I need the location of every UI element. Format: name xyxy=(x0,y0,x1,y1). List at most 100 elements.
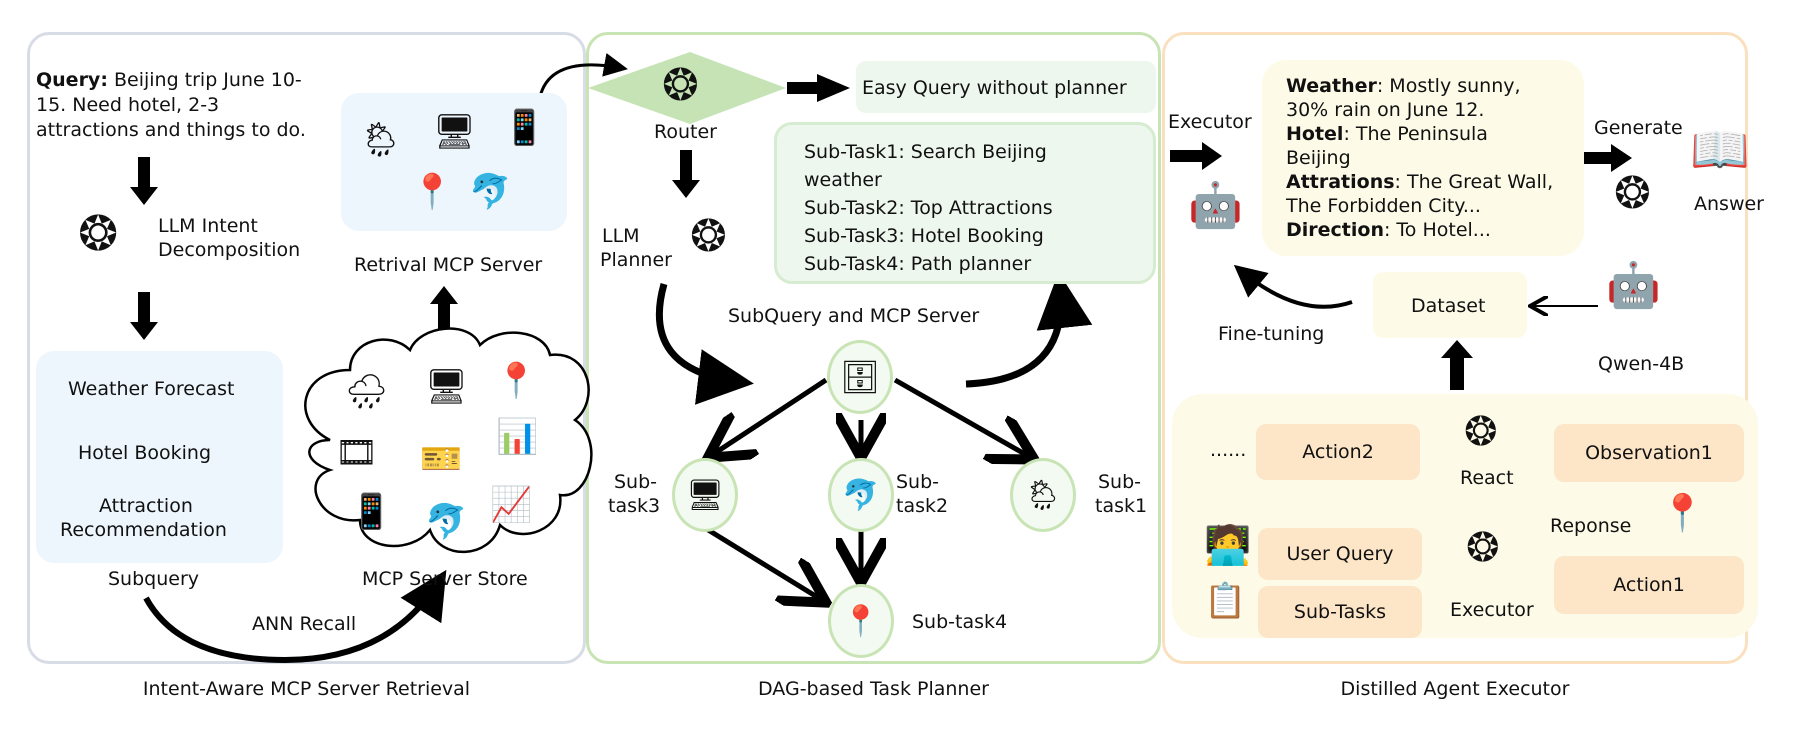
query-label: Query: xyxy=(36,69,108,91)
sub-tasks-box: Sub-Tasks xyxy=(1258,586,1422,638)
executor-panel xyxy=(1162,32,1748,664)
edge-server-task1 xyxy=(893,377,1030,457)
dataset-label: Dataset xyxy=(1411,295,1486,317)
executor-openai-icon: ❂ xyxy=(1466,525,1500,571)
qwen-label: Qwen-4B xyxy=(1598,353,1685,375)
router-label: Router xyxy=(654,121,717,143)
query-line-1: Beijing trip June 10- xyxy=(113,69,302,91)
subtask-1: Sub-Task1: Search Beijing xyxy=(804,141,1047,163)
booking-icon: 🖥 xyxy=(685,477,725,513)
task4-label: Sub-task4 xyxy=(912,611,1008,633)
subquery-hotel: Hotel Booking xyxy=(78,442,212,464)
answer-label: Answer xyxy=(1694,193,1764,215)
action1-box: Action1 xyxy=(1554,556,1744,614)
dolphin-icon: 🐬 xyxy=(842,477,880,513)
store-weather-icon: 🌧 xyxy=(345,372,389,412)
router-down-arrow xyxy=(672,150,700,198)
user-laptop-icon: 🧑‍💻 xyxy=(1204,523,1252,567)
result-key-weather: Weather xyxy=(1286,75,1377,97)
store-booking-icon: 🖥 xyxy=(425,367,469,407)
ellipsis: ...... xyxy=(1210,439,1247,461)
subtask-4: Sub-Task4: Path planner xyxy=(804,253,1032,275)
retrival-server-box: 🌦 🖥 📱 📍 🐬 xyxy=(341,93,567,231)
ann-recall-label: ANN Recall xyxy=(252,613,357,635)
answer-book-cloud-icon: 📖 xyxy=(1690,122,1750,178)
planner-caption: DAG-based Task Planner xyxy=(758,678,989,700)
subquery-weather: Weather Forecast xyxy=(68,378,235,400)
subquery-server-label: SubQuery and MCP Server xyxy=(728,305,980,327)
action2-box: Action2 xyxy=(1256,424,1420,480)
subtask-1-cont: weather xyxy=(804,169,882,191)
result-line-3: Hotel: The Peninsula xyxy=(1286,122,1488,146)
task2-node: 🐬 xyxy=(828,458,894,532)
result-line-4: Beijing xyxy=(1286,147,1351,169)
retrieval-caption: Intent-Aware MCP Server Retrieval xyxy=(142,678,471,700)
planner-to-server-arrow xyxy=(656,283,754,405)
database-cloud-icon: 🗄 xyxy=(839,358,881,396)
intent-label-2: Decomposition xyxy=(158,239,301,261)
dataset-box xyxy=(1373,272,1527,338)
generate-openai-icon: ❂ xyxy=(1614,168,1651,219)
router-right-arrow xyxy=(787,74,850,102)
subtask-3: Sub-Task3: Hotel Booking xyxy=(804,225,1044,247)
weather-icon: 🌦 xyxy=(1023,477,1063,513)
film-reel-icon: 🎞 xyxy=(335,433,379,473)
react-openai-icon: ❂ xyxy=(1464,409,1498,455)
store-baidu-map-icon: 📍 xyxy=(495,361,538,401)
subtasks-box xyxy=(774,122,1156,284)
result-line-7: Direction: To Hotel... xyxy=(1286,218,1491,242)
planner-openai-icon: ❂ xyxy=(690,211,727,262)
result-key-attrations: Attrations xyxy=(1286,171,1395,193)
executor-inner-label: Executor xyxy=(1450,599,1534,621)
easy-query-box xyxy=(856,61,1156,113)
result-value: : The Great Wall, xyxy=(1394,171,1554,193)
planner-label-1: LLM xyxy=(602,225,640,247)
store-map-app-icon: 📱 xyxy=(350,492,393,532)
task1-label-2: task1 xyxy=(1095,495,1148,517)
task3-label-2: task3 xyxy=(608,495,661,517)
subquery-attraction-1: Attraction xyxy=(99,495,193,517)
query-line-3: attractions and things to do. xyxy=(36,119,306,141)
executor-caption: Distilled Agent Executor xyxy=(1340,678,1570,700)
subquery-box xyxy=(36,351,283,563)
down-arrow-1 xyxy=(130,157,158,205)
down-arrow-2 xyxy=(130,292,158,340)
store-dolphin-icon: 🐬 xyxy=(425,502,468,542)
result-line-1: Weather: Mostly sunny, xyxy=(1286,74,1521,98)
store-label: MCP Server Store xyxy=(362,568,528,590)
ann-recall-arrow xyxy=(143,569,447,664)
up-arrow-dataset xyxy=(1441,340,1473,390)
user-query-box: User Query xyxy=(1258,528,1422,580)
baidu-map-icon: 📍 xyxy=(411,172,454,212)
generate-arrow xyxy=(1577,144,1632,172)
result-value: : Mostly sunny, xyxy=(1376,75,1521,97)
baidu-map-icon: 📍 xyxy=(1660,493,1705,534)
task4-node: 📍 xyxy=(828,584,894,658)
result-line-5: Attrations: The Great Wall, xyxy=(1286,170,1553,194)
task3-label-1: Sub- xyxy=(614,471,658,493)
executor-label: Executor xyxy=(1168,111,1252,133)
easy-query-label: Easy Query without planner xyxy=(862,77,1127,99)
task3-node: 🖥 xyxy=(672,458,738,532)
query-line-2: 15. Need hotel, 2-3 xyxy=(36,94,220,116)
finetune-label: Fine-tuning xyxy=(1218,323,1325,345)
server-to-subtasks-arrow xyxy=(965,272,1093,388)
qwen-robot-icon: 🤖 xyxy=(1606,260,1661,311)
server-store-cloud xyxy=(304,327,593,554)
dolphin-icon: 🐬 xyxy=(469,172,512,212)
edge-server-task3 xyxy=(712,377,828,455)
retrival-server-label: Retrival MCP Server xyxy=(354,254,543,276)
result-key-direction: Direction xyxy=(1286,219,1384,241)
react-label: React xyxy=(1460,467,1514,489)
baidu-map-icon: 📍 xyxy=(842,603,880,639)
reponse-label: Reponse xyxy=(1550,515,1632,537)
analytics-icon: 📊 xyxy=(496,417,539,457)
intent-label-1: LLM Intent xyxy=(158,215,258,237)
subquery-label: Subquery xyxy=(108,568,200,590)
result-value: : To Hotel... xyxy=(1383,219,1491,241)
result-line-6: The Forbidden City... xyxy=(1286,195,1481,217)
finetune-arrow xyxy=(1233,264,1353,309)
planner-panel xyxy=(586,32,1161,664)
result-key-hotel: Hotel xyxy=(1286,123,1344,145)
